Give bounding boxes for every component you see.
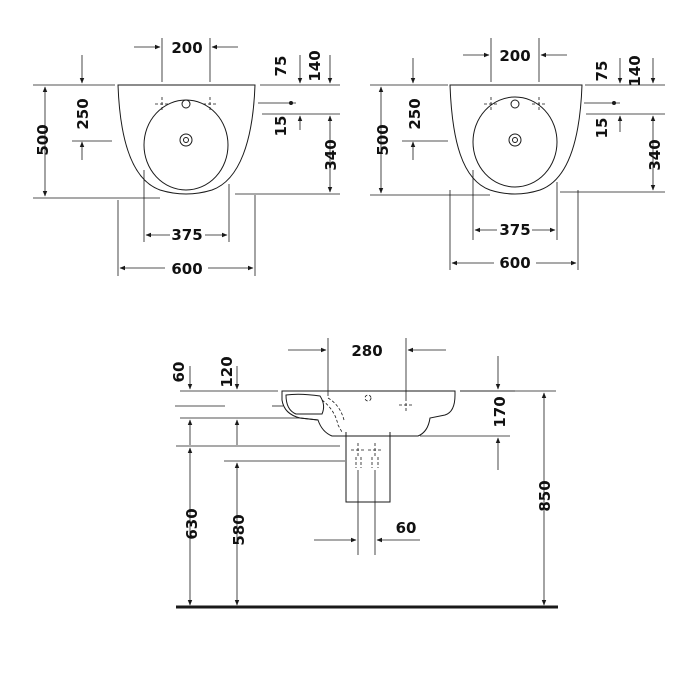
- basin-side-outline: [281, 390, 456, 437]
- dim-overall-width: 600: [171, 260, 202, 278]
- tap-hole-left-icon-2: [484, 97, 498, 111]
- tap-hole-icon-2: [510, 99, 520, 109]
- dim-tap-spacing: 200: [171, 39, 202, 57]
- dim-pedestal-offset: 60: [396, 519, 417, 537]
- dim-bowl-height: 170: [491, 396, 509, 427]
- dim-pedestal-height: 580: [230, 514, 248, 545]
- dim-overflow-offset: 75: [272, 56, 290, 77]
- tap-hole-left-icon: [155, 97, 169, 111]
- drain-icon-2: [508, 133, 522, 147]
- dim-height-120: 120: [218, 356, 236, 387]
- dim-rim-height: 630: [183, 508, 201, 539]
- plan-view-2: 200 500 250 75 140 15 340 375 600: [370, 38, 665, 272]
- basin-outline-2: [449, 84, 583, 195]
- pedestal-outline: [345, 432, 391, 503]
- dim-tap-spacing-2: 200: [499, 47, 530, 65]
- plan-view-1: 200 500 250 75 140 15 340 375 600: [33, 38, 340, 278]
- bowl-outline-2: [472, 96, 558, 188]
- tap-hole-right-icon: [203, 97, 217, 111]
- dim-overflow-offset-2: 75: [593, 61, 611, 82]
- drain-icon: [179, 133, 193, 147]
- side-view: 280 60 120 170 850 630 580: [170, 338, 558, 609]
- tap-hole-icon: [181, 99, 191, 109]
- bowl-outline: [143, 99, 229, 191]
- dim-bowl-depth-2: 340: [646, 139, 664, 170]
- dim-bowl-depth: 340: [322, 139, 340, 170]
- dim-depth-total: 500: [34, 124, 52, 155]
- dim-overall-width-2: 600: [499, 254, 530, 272]
- dim-side-140: 140: [306, 50, 324, 81]
- trap-icon-right: [368, 443, 382, 468]
- dim-depth-total-2: 500: [374, 124, 392, 155]
- dim-tap-depth-2: 250: [406, 98, 424, 129]
- dim-tap-width: 280: [351, 342, 382, 360]
- basin-outline: [117, 84, 256, 195]
- dim-side-140-2: 140: [626, 55, 644, 86]
- dim-overall-height: 850: [536, 480, 554, 511]
- dim-drain-offset-2: 15: [593, 118, 611, 139]
- dim-drain-offset: 15: [272, 116, 290, 137]
- dim-bowl-width: 375: [171, 226, 202, 244]
- tap-icon-side: [399, 398, 413, 412]
- dim-bowl-width-2: 375: [499, 221, 530, 239]
- dim-tap-depth: 250: [74, 98, 92, 129]
- dim-top-thickness: 60: [170, 362, 188, 383]
- tap-hole-right-icon-2: [532, 97, 546, 111]
- trap-icon-left: [351, 443, 365, 468]
